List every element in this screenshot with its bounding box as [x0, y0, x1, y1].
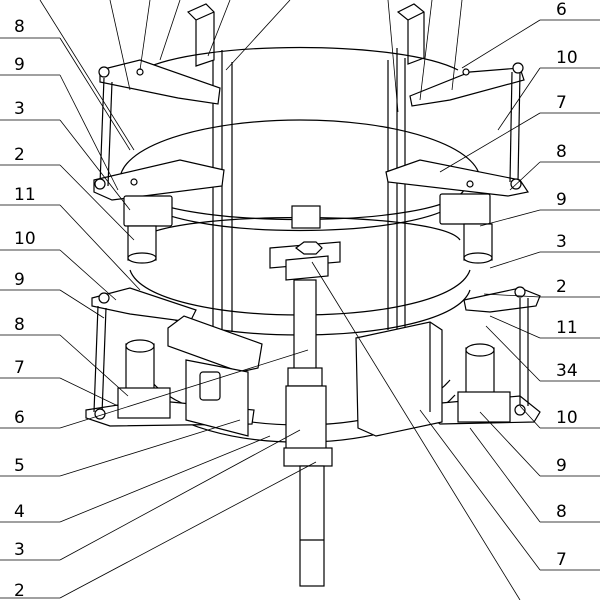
callout-left-2: 9 [14, 55, 25, 75]
center-top-clamp [269, 205, 341, 281]
callout-left-8: 8 [14, 315, 25, 335]
callout-left-5: 11 [14, 185, 36, 205]
lower-cylinder-right [457, 343, 511, 423]
callout-left-6: 10 [14, 229, 36, 249]
callout-right-1: 6 [556, 0, 567, 20]
callout-right-6: 3 [556, 232, 567, 252]
upper-left-arm [93, 59, 225, 201]
callout-left-10: 6 [14, 408, 25, 428]
leader-lines-left [0, 37, 317, 599]
callout-right-7: 2 [556, 277, 567, 297]
control-box-left [167, 315, 263, 437]
top-bracket-left [186, 3, 215, 67]
callout-right-4: 8 [556, 142, 567, 162]
callout-left-14: 2 [14, 581, 25, 600]
callout-left-4: 2 [14, 145, 25, 165]
callout-right-8: 11 [556, 318, 578, 338]
callout-right-5: 9 [556, 190, 567, 210]
central-shaft [283, 279, 333, 587]
upper-right-arm [385, 62, 529, 197]
callouts-left: 8 9 3 2 11 10 9 8 7 6 5 4 3 2 [14, 17, 36, 600]
callout-left-12: 4 [14, 502, 25, 522]
callout-right-12: 8 [556, 502, 567, 522]
callout-right-3: 7 [556, 93, 567, 113]
callout-right-13: 7 [556, 550, 567, 570]
upper-cylinder-right [439, 193, 493, 264]
callout-left-1: 8 [14, 17, 25, 37]
lower-cylinder-left [117, 339, 171, 419]
callout-right-11: 9 [556, 456, 567, 476]
callout-right-2: 10 [556, 48, 578, 68]
control-box-right [355, 321, 443, 437]
callouts-right: 6 10 7 8 9 3 2 11 34 10 9 8 7 [556, 0, 578, 570]
callout-left-9: 7 [14, 358, 25, 378]
vertical-columns [212, 48, 406, 332]
upper-cylinder-left [123, 195, 173, 264]
top-bracket-right [396, 3, 425, 65]
callout-right-9: 34 [556, 361, 578, 381]
leader-lines-right [311, 19, 600, 600]
callout-left-13: 3 [14, 540, 25, 560]
leader-lines-top [39, 0, 463, 151]
callout-right-10: 10 [556, 408, 578, 428]
callout-left-11: 5 [14, 456, 25, 476]
callout-left-3: 3 [14, 99, 25, 119]
callout-left-7: 9 [14, 270, 25, 290]
